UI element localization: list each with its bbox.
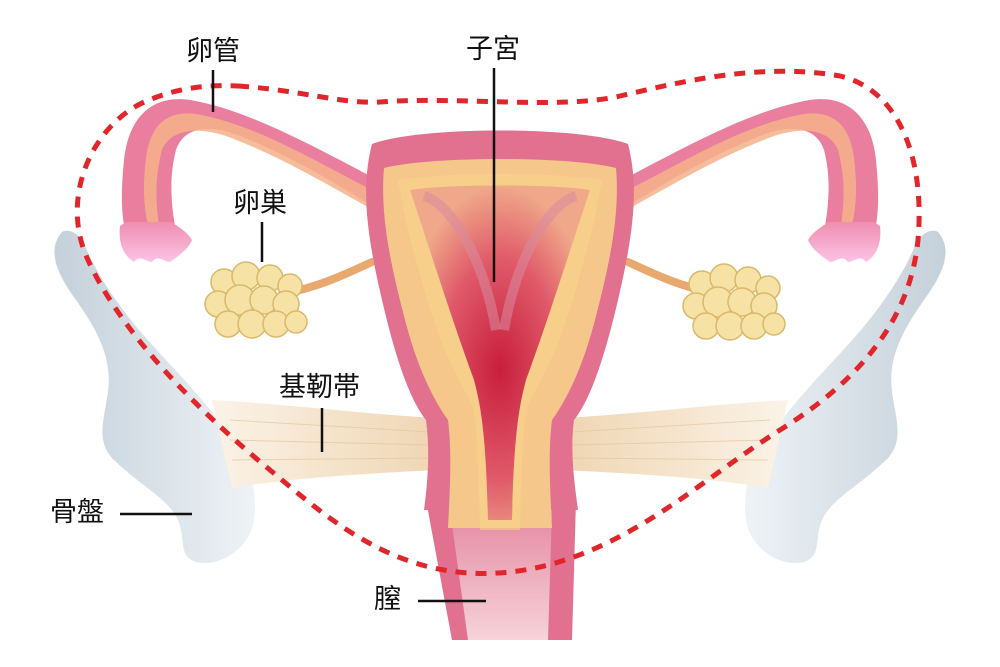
fimbria-right	[808, 222, 881, 262]
fallopian-tube-right	[622, 99, 879, 238]
ovary-follicle	[762, 312, 786, 336]
ovary-follicle	[284, 310, 308, 334]
pelvis-bone-left	[54, 230, 256, 564]
ovary-follicle	[237, 309, 267, 339]
label-uterus: 子宮	[466, 34, 520, 65]
label-vagina: 膣	[374, 584, 401, 615]
label-cardinal-ligament: 基靭帯	[279, 372, 360, 403]
pelvic-region-dashed-outline	[74, 68, 922, 576]
label-fallopian-tube: 卵管	[186, 36, 240, 67]
fimbria-left	[119, 222, 192, 262]
label-pelvis: 骨盤	[50, 497, 104, 528]
ovary-right	[682, 263, 786, 341]
ovary-follicle	[715, 311, 745, 341]
cardinal-ligament-right	[564, 400, 788, 488]
ovarian-ligament-left	[296, 258, 376, 294]
ovary-follicle	[692, 312, 720, 340]
ovary-left	[204, 261, 308, 339]
cardinal-ligament-left	[212, 400, 436, 488]
fallopian-tube-left	[121, 99, 379, 238]
label-ovary: 卵巣	[233, 188, 287, 219]
ovary-follicle	[214, 310, 242, 338]
uterus-body	[366, 130, 634, 530]
